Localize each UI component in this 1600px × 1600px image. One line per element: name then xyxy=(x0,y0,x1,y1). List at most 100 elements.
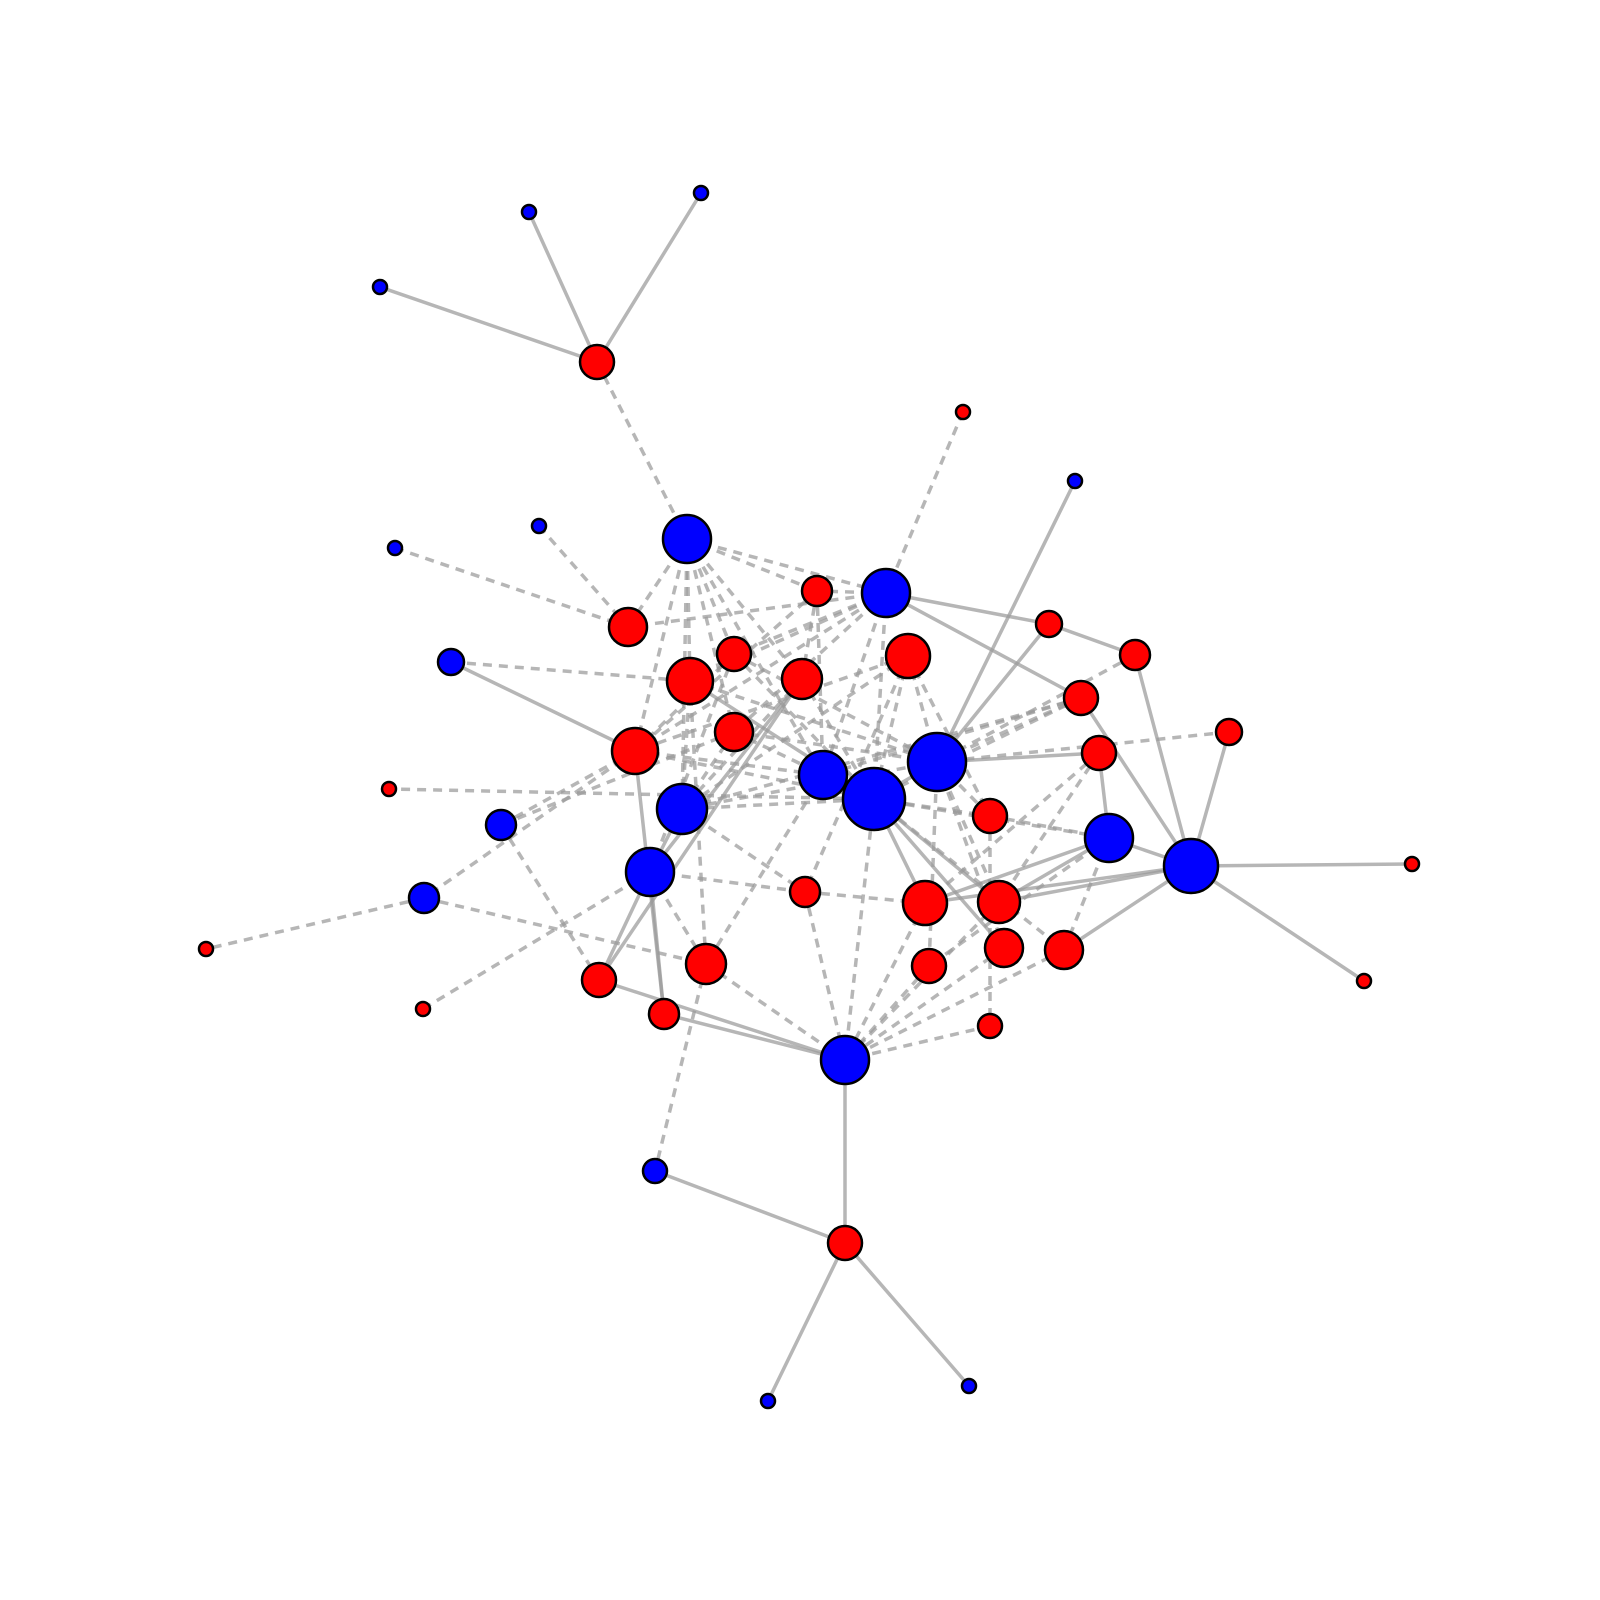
red-node-n34 xyxy=(1403,855,1421,873)
dashed-edge-n10-n22 xyxy=(633,589,819,753)
dashed-edge-n1-n5 xyxy=(595,361,689,540)
red-node-n48 xyxy=(647,997,681,1031)
red-node-n15 xyxy=(665,656,715,706)
red-node-n40 xyxy=(197,940,215,958)
blue-node-n3 xyxy=(520,203,538,221)
dashed-edge-n41-n50 xyxy=(705,962,846,1062)
red-node-n31 xyxy=(971,797,1009,835)
blue-node-n53 xyxy=(759,1392,777,1410)
solid-edge-n14-n22 xyxy=(449,660,637,753)
dashed-edge-n11-n22 xyxy=(634,591,887,753)
red-node-n18 xyxy=(1034,609,1064,639)
blue-node-n6 xyxy=(386,539,404,557)
dashed-edge-n29-n46 xyxy=(499,824,601,981)
dashed-edge-n13-n26 xyxy=(732,652,876,801)
dashed-edge-n11-n10 xyxy=(816,589,887,595)
red-node-n13 xyxy=(715,635,753,673)
dashed-edge-n43-n50 xyxy=(843,946,1006,1062)
dashed-edge-n8-n11 xyxy=(884,411,965,594)
solid-edge-n11-n20 xyxy=(884,591,1083,700)
dashed-edge-n5-n22 xyxy=(633,538,689,752)
dashed-edge-n20-n26 xyxy=(873,696,1082,801)
solid-edge-n33-n37 xyxy=(923,864,1193,905)
red-node-n17 xyxy=(884,632,932,680)
dashed-edge-n38-n50 xyxy=(843,900,1001,1062)
solid-edge-n9-n25 xyxy=(935,479,1077,764)
red-node-n42 xyxy=(910,947,948,985)
solid-edge-n32-n37 xyxy=(923,836,1111,905)
dashed-edge-n32-n42 xyxy=(927,836,1111,968)
dashed-edge-n5-n11 xyxy=(686,537,887,595)
solid-edge-n1-n4 xyxy=(595,191,703,364)
red-node-n12 xyxy=(607,606,649,648)
dashed-edge-n17-n26 xyxy=(872,655,910,800)
red-node-n21 xyxy=(1214,717,1244,747)
red-node-n46 xyxy=(580,961,618,999)
solid-edge-n46-n50 xyxy=(597,978,847,1062)
blue-node-n39 xyxy=(407,881,441,915)
blue-node-n9 xyxy=(1066,472,1084,490)
solid-edge-n11-n18 xyxy=(884,591,1051,626)
blue-node-n24 xyxy=(797,749,849,801)
dashed-edge-n23-n29 xyxy=(500,730,735,827)
dashed-edge-n27-n38 xyxy=(997,752,1101,903)
blue-node-n5 xyxy=(661,513,713,565)
red-node-n1 xyxy=(578,343,616,381)
red-node-n38 xyxy=(976,879,1022,925)
dashed-edge-n20-n30 xyxy=(681,696,1082,811)
red-node-n49 xyxy=(976,1012,1004,1040)
dashed-edge-n11-n26 xyxy=(872,592,888,800)
solid-edge-n16-n35 xyxy=(648,677,804,874)
solid-edge-n1-n3 xyxy=(527,210,599,364)
solid-edge-n51-n52 xyxy=(653,1169,847,1245)
dashed-edge-n14-n15 xyxy=(450,660,691,683)
solid-edge-n26-n43 xyxy=(872,797,1006,950)
blue-node-n14 xyxy=(436,647,466,677)
red-node-n16 xyxy=(780,657,824,701)
solid-edge-n20-n33 xyxy=(1079,696,1193,868)
red-node-n19 xyxy=(1118,638,1152,672)
blue-node-n35 xyxy=(624,846,676,898)
blue-node-n2 xyxy=(371,278,389,296)
dashed-edge-n17-n22 xyxy=(634,654,909,753)
dashed-edge-n22-n26 xyxy=(634,749,875,801)
solid-edge-n16-n46 xyxy=(597,677,804,982)
dashed-edge-n11-n12 xyxy=(627,591,887,629)
blue-node-n11 xyxy=(860,567,912,619)
blue-node-n33 xyxy=(1162,837,1220,895)
dashed-edge-n27-n37 xyxy=(923,751,1101,905)
dashed-edge-n13-n35 xyxy=(648,653,736,873)
red-node-n28 xyxy=(380,780,398,798)
dashed-edge-n39-n41 xyxy=(423,896,707,966)
solid-edge-n48-n50 xyxy=(662,1012,847,1062)
dashed-edge-n23-n25 xyxy=(733,730,938,764)
blue-node-n29 xyxy=(484,808,518,842)
dashed-edge-n36-n50 xyxy=(803,891,847,1061)
solid-edge-n52-n54 xyxy=(843,1241,971,1388)
dashed-edge-n13-n25 xyxy=(733,652,938,764)
dashed-edge-n35-n36 xyxy=(649,870,806,894)
dashed-edge-n5-n24 xyxy=(685,538,825,776)
dashed-edge-n35-n47 xyxy=(422,870,651,1011)
dashed-edge-n49-n50 xyxy=(844,1024,991,1062)
dashed-edge-n26-n50 xyxy=(843,798,876,1061)
solid-edge-n33-n34 xyxy=(1189,862,1414,868)
dashed-edge-n26-n44 xyxy=(872,797,1066,952)
red-node-n36 xyxy=(788,875,822,909)
solid-edge-n19-n33 xyxy=(1133,653,1193,868)
dashed-edge-n37-n50 xyxy=(843,902,927,1061)
red-node-n37 xyxy=(901,879,949,927)
red-node-n43 xyxy=(983,927,1025,969)
dashed-edge-n19-n25 xyxy=(936,653,1136,764)
blue-node-n7 xyxy=(530,517,548,535)
solid-edge-n52-n53 xyxy=(766,1241,847,1403)
red-node-n22 xyxy=(610,726,660,776)
red-node-n10 xyxy=(800,574,834,608)
dashed-edge-n41-n51 xyxy=(653,963,708,1172)
blue-node-n51 xyxy=(641,1157,669,1185)
blue-node-n4 xyxy=(692,184,710,202)
dashed-edge-n39-n40 xyxy=(205,896,425,951)
red-node-n20 xyxy=(1062,679,1100,717)
blue-node-n54 xyxy=(960,1377,978,1395)
